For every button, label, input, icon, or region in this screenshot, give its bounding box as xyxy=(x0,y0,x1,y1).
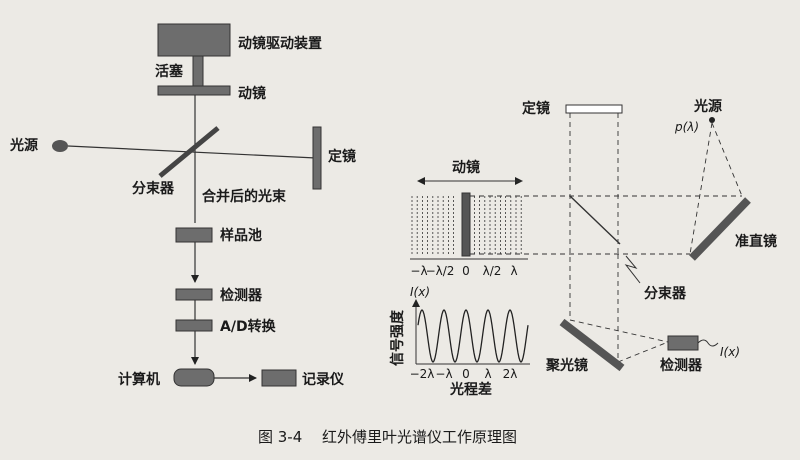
caption-title: 红外傅里叶光谱仪工作原理图 xyxy=(322,428,517,446)
r-beam-splitter-label: 分束器 xyxy=(644,285,687,302)
position-tick-label: −λ/2 xyxy=(426,264,455,278)
r-collimator-mirror xyxy=(689,197,751,261)
right-schematic: 定镜 光源 p(λ) 分束器 准直镜 聚光镜 检测器 I xyxy=(389,98,777,398)
plot-tick-label: 0 xyxy=(462,367,470,381)
moving-mirror-plate xyxy=(157,85,231,96)
r-fixed-mirror-label: 定镜 xyxy=(522,100,550,117)
r-focus-mirror-label: 聚光镜 xyxy=(545,357,588,374)
plot-tick-label: −λ xyxy=(435,367,452,381)
recorder-block xyxy=(261,369,297,387)
beam-splitter-plate xyxy=(158,126,220,178)
r-detector-block xyxy=(667,335,699,351)
adc-block xyxy=(175,319,213,332)
detector-block xyxy=(175,288,213,301)
r-source-dot xyxy=(709,117,715,123)
detector-label: 检测器 xyxy=(220,287,263,304)
r-detector-label: 检测器 xyxy=(660,357,703,374)
drive-device-label: 动镜驱动装置 xyxy=(238,35,322,52)
position-tick-label: 0 xyxy=(462,264,470,278)
r-position-strip xyxy=(411,196,522,254)
adc-label: A/D转换 xyxy=(220,318,277,335)
recorder-label: 记录仪 xyxy=(302,372,345,388)
plot-y-label: I(x) xyxy=(410,285,430,299)
drive-device-block xyxy=(157,23,231,57)
r-position-ticks: −λ−λ/2 0 λ/2 λ xyxy=(410,264,517,278)
sample-cell-block xyxy=(175,227,213,243)
r-p-lambda: p(λ) xyxy=(674,120,699,134)
r-moving-mirror-label: 动镜 xyxy=(452,159,480,176)
computer-block xyxy=(173,368,215,387)
beam-splitter-label: 分束器 xyxy=(132,180,175,197)
position-tick-label: λ/2 xyxy=(483,264,502,278)
plot-tick-label: −2λ xyxy=(410,367,435,381)
plot-y-axis-title: 信号强度 xyxy=(389,309,406,366)
fixed-mirror-label: 定镜 xyxy=(328,148,356,165)
r-beam-paths xyxy=(470,113,743,363)
piston-rod xyxy=(192,55,204,87)
moving-mirror-label: 动镜 xyxy=(238,85,266,102)
left-schematic: 动镜驱动装置 活塞 动镜 光源 分束器 定镜 合并后的光束 样品池 检测器 A/… xyxy=(9,23,356,388)
r-collimator-label: 准直镜 xyxy=(735,233,777,250)
r-moving-mirror-plate xyxy=(461,192,471,257)
position-tick-label: λ xyxy=(510,264,517,278)
r-fixed-mirror xyxy=(565,104,623,114)
piston-label: 活塞 xyxy=(155,63,184,80)
r-source-label: 光源 xyxy=(693,98,722,115)
plot-tick-label: 2λ xyxy=(503,367,518,381)
light-source-label: 光源 xyxy=(9,137,38,154)
plot-tick-label: λ xyxy=(484,367,491,381)
combined-beam-label: 合并后的光束 xyxy=(202,188,287,205)
r-detector-signal-wave xyxy=(697,339,719,347)
r-focus-mirror xyxy=(559,318,625,372)
r-beam-splitter-pointer xyxy=(624,255,641,284)
fixed-mirror-plate xyxy=(312,126,322,190)
light-source-dot xyxy=(52,140,68,152)
r-beam-splitter xyxy=(569,195,621,245)
interferogram-curve xyxy=(417,309,529,363)
figure-caption: 图 3-4 红外傅里叶光谱仪工作原理图 xyxy=(258,428,517,446)
plot-x-axis-title: 光程差 xyxy=(449,381,492,398)
position-tick-label: −λ xyxy=(410,264,427,278)
caption-figure-number: 图 3-4 xyxy=(258,428,302,446)
sample-cell-label: 样品池 xyxy=(220,227,262,244)
r-detector-ix: I(x) xyxy=(720,345,740,359)
computer-label: 计算机 xyxy=(118,371,160,388)
